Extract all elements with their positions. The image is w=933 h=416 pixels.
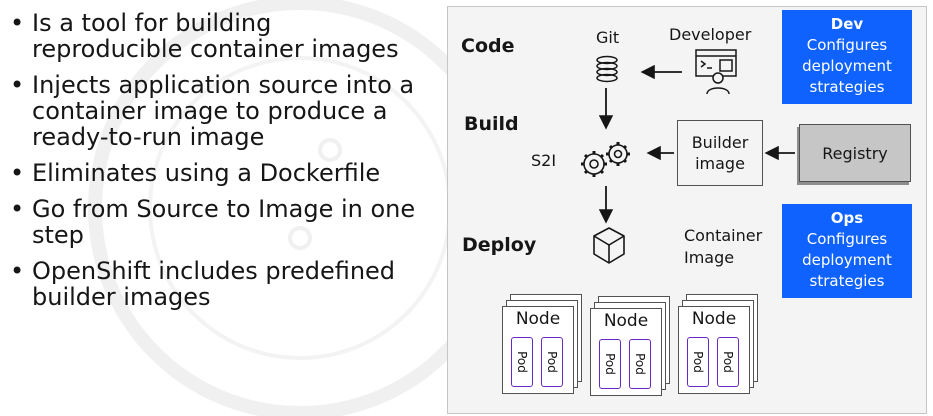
registry-box: Registry: [799, 124, 911, 182]
bullet-item: Is a tool for building reproducible cont…: [8, 10, 428, 62]
pod-label: Pod: [515, 351, 529, 373]
node-card: Node Pod Pod: [678, 306, 750, 394]
s2i-label: S2I: [531, 151, 557, 170]
pod: Pod: [511, 337, 533, 387]
ops-box-line: strategies: [809, 272, 885, 290]
bullet-list: Is a tool for building reproducible cont…: [8, 10, 428, 320]
ops-box: Ops Configures deployment strategies: [782, 204, 912, 298]
ops-box-line: Configures: [806, 230, 888, 248]
node-card: Node Pod Pod: [502, 306, 574, 394]
developer-icon: [695, 49, 737, 95]
git-repo-icon: [596, 55, 618, 83]
ops-box-title: Ops: [830, 209, 864, 227]
pod: Pod: [687, 337, 709, 387]
cube-icon: [593, 227, 625, 264]
dev-box-line: deployment: [802, 57, 892, 75]
dev-box-title: Dev: [830, 15, 864, 33]
stage-deploy-label: Deploy: [462, 234, 537, 256]
pod-label: Pod: [721, 351, 735, 373]
node-label: Node: [603, 311, 649, 331]
developer-label: Developer: [669, 25, 752, 44]
pod: Pod: [629, 339, 651, 389]
node-group: Node Pod Pod: [678, 294, 758, 394]
pod: Pod: [541, 337, 563, 387]
bullet-item: Injects application source into a contai…: [8, 72, 428, 150]
pod: Pod: [717, 337, 739, 387]
dev-box: Dev Configures deployment strategies: [782, 10, 912, 104]
node-label: Node: [691, 309, 737, 329]
stage-build-label: Build: [464, 113, 519, 135]
node-group: Node Pod Pod: [502, 294, 582, 394]
node-card: Node Pod Pod: [590, 308, 662, 396]
dev-box-line: strategies: [809, 78, 885, 96]
container-image-line: Image: [684, 248, 735, 267]
bullet-item: Eliminates using a Dockerfile: [8, 160, 428, 186]
bullet-item: OpenShift includes predefined builder im…: [8, 258, 428, 310]
pod-label: Pod: [603, 353, 617, 375]
bullet-item: Go from Source to Image in one step: [8, 196, 428, 248]
node-group: Node Pod Pod: [590, 296, 670, 396]
stage-code-label: Code: [461, 35, 515, 57]
gears-icon: [581, 142, 630, 177]
builder-image-box: Builder image: [677, 120, 763, 186]
container-image-line: Container: [684, 226, 763, 245]
node-label: Node: [515, 309, 561, 329]
registry-label: Registry: [822, 143, 888, 163]
git-label: Git: [596, 28, 620, 47]
pod-label: Pod: [545, 351, 559, 373]
pod-label: Pod: [633, 353, 647, 375]
builder-image-line: Builder: [691, 133, 749, 152]
pod-label: Pod: [691, 351, 705, 373]
builder-image-line: image: [695, 154, 745, 173]
dev-box-line: Configures: [806, 36, 888, 54]
pod: Pod: [599, 339, 621, 389]
ops-box-line: deployment: [802, 251, 892, 269]
